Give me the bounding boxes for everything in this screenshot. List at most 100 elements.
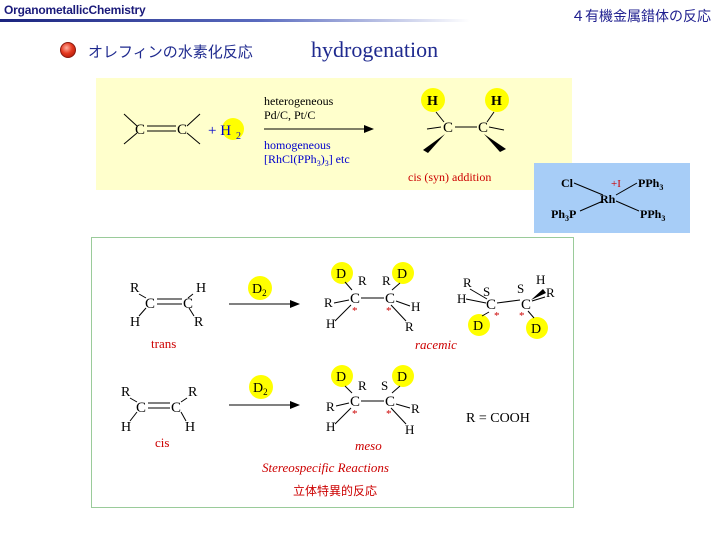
catalyst-panel: [534, 163, 690, 233]
diagram-label: H: [405, 422, 414, 437]
diagram-label: H: [185, 420, 195, 435]
diagram-label: H: [326, 316, 335, 331]
diagram-label: *: [352, 305, 358, 317]
chapter-title: ４有機金属錯体の反応: [571, 9, 711, 25]
diagram-label: P: [569, 207, 576, 221]
racemic-label: racemic: [415, 337, 457, 352]
diagram-label: *: [386, 305, 392, 317]
header-rule: [0, 19, 470, 22]
diagram-label: *: [519, 310, 525, 322]
diagram-label: D: [397, 267, 407, 282]
slide-title-jp: オレフィンの水素化反応: [88, 43, 253, 61]
h2-highlight: [222, 118, 244, 140]
diagram-label: C: [136, 400, 146, 416]
cis-label: cis: [155, 435, 169, 450]
condition-wilkinson: [RhCl(PPh3)3] etc: [264, 152, 350, 168]
ligand-pph3-top: PPh3: [638, 176, 663, 192]
diagram-label: D: [252, 282, 262, 297]
metal-rh: Rh: [600, 192, 616, 206]
diagram-label: ] etc: [329, 152, 350, 166]
diagram-label: D: [336, 267, 346, 282]
diagram-label: Ph: [551, 207, 565, 221]
diagram-label: C: [486, 297, 496, 313]
meso-label: meso: [355, 438, 382, 453]
r-definition: R = COOH: [466, 411, 530, 426]
diagram-label: H: [536, 272, 545, 287]
ligand-ph3p: Ph3P: [551, 207, 576, 223]
diagram-label: C: [171, 400, 181, 416]
diagram-label: *: [386, 408, 392, 420]
diagram-label: C: [183, 296, 193, 312]
caption-en: Stereospecific Reactions: [262, 460, 389, 475]
diagram-label: C: [385, 291, 395, 307]
wilkinson-catalyst: Cl PPh3 +I Rh Ph3P PPh3: [551, 176, 665, 223]
diagram-label: C: [521, 297, 531, 313]
diagram-label: R: [463, 275, 472, 290]
diagram-label: C: [385, 394, 395, 410]
course-title: OrganometallicChemistry: [4, 3, 146, 17]
diagram-label: [RhCl(PPh: [264, 152, 317, 166]
diagram-label: R: [130, 281, 140, 296]
condition-homogeneous: homogeneous: [264, 138, 331, 152]
ligand-pph3-bottom: PPh3: [640, 207, 665, 223]
diagram-label: C: [350, 291, 360, 307]
cis-alkene: R R C C H H: [121, 385, 198, 435]
diagram-label: ): [321, 152, 325, 166]
diagram-label: D: [336, 370, 346, 385]
diagram-label: S: [483, 284, 490, 299]
diagram-label: R: [324, 295, 333, 310]
plus-h2: + H: [208, 123, 231, 139]
diagram-label: S: [381, 378, 388, 393]
diagram-label: R: [382, 273, 391, 288]
h2-subscript: 2: [236, 131, 241, 142]
reagent-d2: D2: [253, 381, 268, 397]
diagram-label: PPh: [640, 207, 662, 221]
caption-jp: 立体特異的反応: [293, 483, 377, 498]
diagram-label: R: [358, 273, 367, 288]
diagram-label: 3: [661, 214, 665, 223]
slide-title-en: hydrogenation: [311, 37, 439, 62]
diagram-label: D: [531, 322, 541, 337]
trans-alkene: R H C C H R: [130, 281, 206, 330]
condition-pd-pt: Pd/C, Pt/C: [264, 108, 315, 122]
diagram-label: S: [517, 281, 524, 296]
ligand-cl: Cl: [561, 176, 574, 190]
reactant-alkene: C C: [123, 113, 201, 145]
diagram-label: R: [194, 315, 204, 330]
diagram-label: 2: [262, 288, 267, 298]
diagram-label: R: [326, 399, 335, 414]
diagram-label: 3: [325, 159, 329, 168]
racemic-product: D R R D R C C H H R * *: [324, 262, 420, 334]
diagram-label: D: [473, 319, 483, 334]
diagram-label: D: [253, 381, 263, 396]
diagram-label: 3: [659, 183, 663, 192]
diagram-label: C: [145, 296, 155, 312]
diagram-label: *: [494, 310, 500, 322]
diagram-label: H: [196, 281, 206, 296]
atom-c: C: [478, 120, 488, 136]
diagram-label: R: [358, 378, 367, 393]
diagram-label: C: [350, 394, 360, 410]
atom-h: H: [427, 94, 438, 109]
meso-product: D D R S R C C R H H * *: [326, 365, 420, 437]
diagram-label: 3: [565, 214, 569, 223]
d2-highlight: [249, 375, 273, 399]
atom-c: C: [135, 122, 145, 138]
d2-highlight: [248, 276, 272, 300]
condition-heterogeneous: heterogeneous: [264, 94, 334, 108]
diagram-label: H: [121, 420, 131, 435]
diagram-label: R: [121, 385, 131, 400]
product-alkane: H H C C: [421, 88, 509, 153]
diagram-label: 2: [263, 387, 268, 397]
diagram-label: PPh: [638, 176, 660, 190]
diagram-label: H: [457, 291, 466, 306]
syn-addition-caption: cis (syn) addition: [408, 170, 491, 184]
diagram-label: R: [405, 319, 414, 334]
diagram-label: D: [397, 370, 407, 385]
diagram-label: R: [188, 385, 198, 400]
reagent-d2: D2: [252, 282, 267, 298]
racemic-enantiomer: R H S S H R C C * * D D: [457, 272, 555, 339]
diagram-label: H: [130, 315, 140, 330]
oxidation-state: +I: [611, 178, 621, 190]
